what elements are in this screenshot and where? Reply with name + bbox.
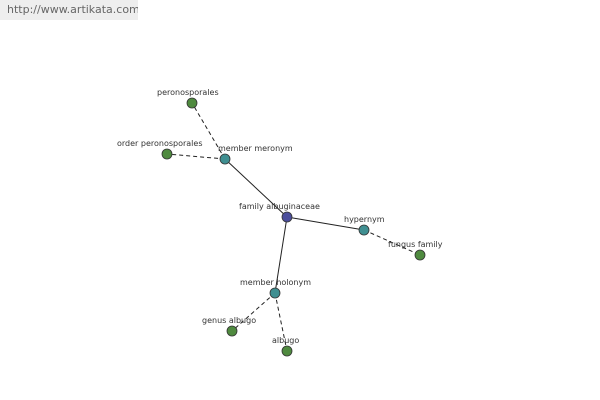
node-order-peronosporales[interactable] <box>161 148 173 160</box>
edges-layer <box>166 102 421 352</box>
edge-hypernym-to-fungus-family <box>363 229 421 256</box>
edge-member-meronym-to-peronosporales <box>191 102 226 160</box>
watermark-link[interactable]: http://www.artikata.com <box>0 0 138 20</box>
label-member-meronym[interactable]: member meronym <box>218 144 293 153</box>
edge-family-albuginaceae-to-member-holonym <box>274 216 288 294</box>
edge-family-albuginaceae-to-hypernym <box>286 216 365 231</box>
node-family-albuginaceae[interactable] <box>281 211 293 223</box>
node-fungus-family[interactable] <box>414 249 426 261</box>
label-family-albuginaceae[interactable]: family albuginaceae <box>239 202 320 211</box>
edge-member-meronym-to-order-peronosporales <box>166 153 226 160</box>
node-genus-albugo[interactable] <box>226 325 238 337</box>
node-hypernym[interactable] <box>358 224 370 236</box>
label-member-holonym[interactable]: member holonym <box>240 278 311 287</box>
edge-member-holonym-to-genus-albugo <box>231 292 276 332</box>
label-fungus-family[interactable]: fungus family <box>388 240 443 249</box>
edge-family-albuginaceae-to-member-meronym <box>224 158 288 218</box>
label-genus-albugo[interactable]: genus albugo <box>202 316 256 325</box>
nodes-layer <box>161 97 426 357</box>
label-order-peronosporales[interactable]: order peronosporales <box>117 139 203 148</box>
node-member-holonym[interactable] <box>269 287 281 299</box>
edge-member-holonym-to-albugo <box>274 292 288 352</box>
node-albugo[interactable] <box>281 345 293 357</box>
label-peronosporales[interactable]: peronosporales <box>157 88 219 97</box>
label-hypernym[interactable]: hypernym <box>344 215 385 224</box>
node-peronosporales[interactable] <box>186 97 198 109</box>
label-albugo[interactable]: albugo <box>272 336 299 345</box>
node-member-meronym[interactable] <box>219 153 231 165</box>
labels-layer: family albuginaceae member meronym hyperny… <box>117 88 443 345</box>
